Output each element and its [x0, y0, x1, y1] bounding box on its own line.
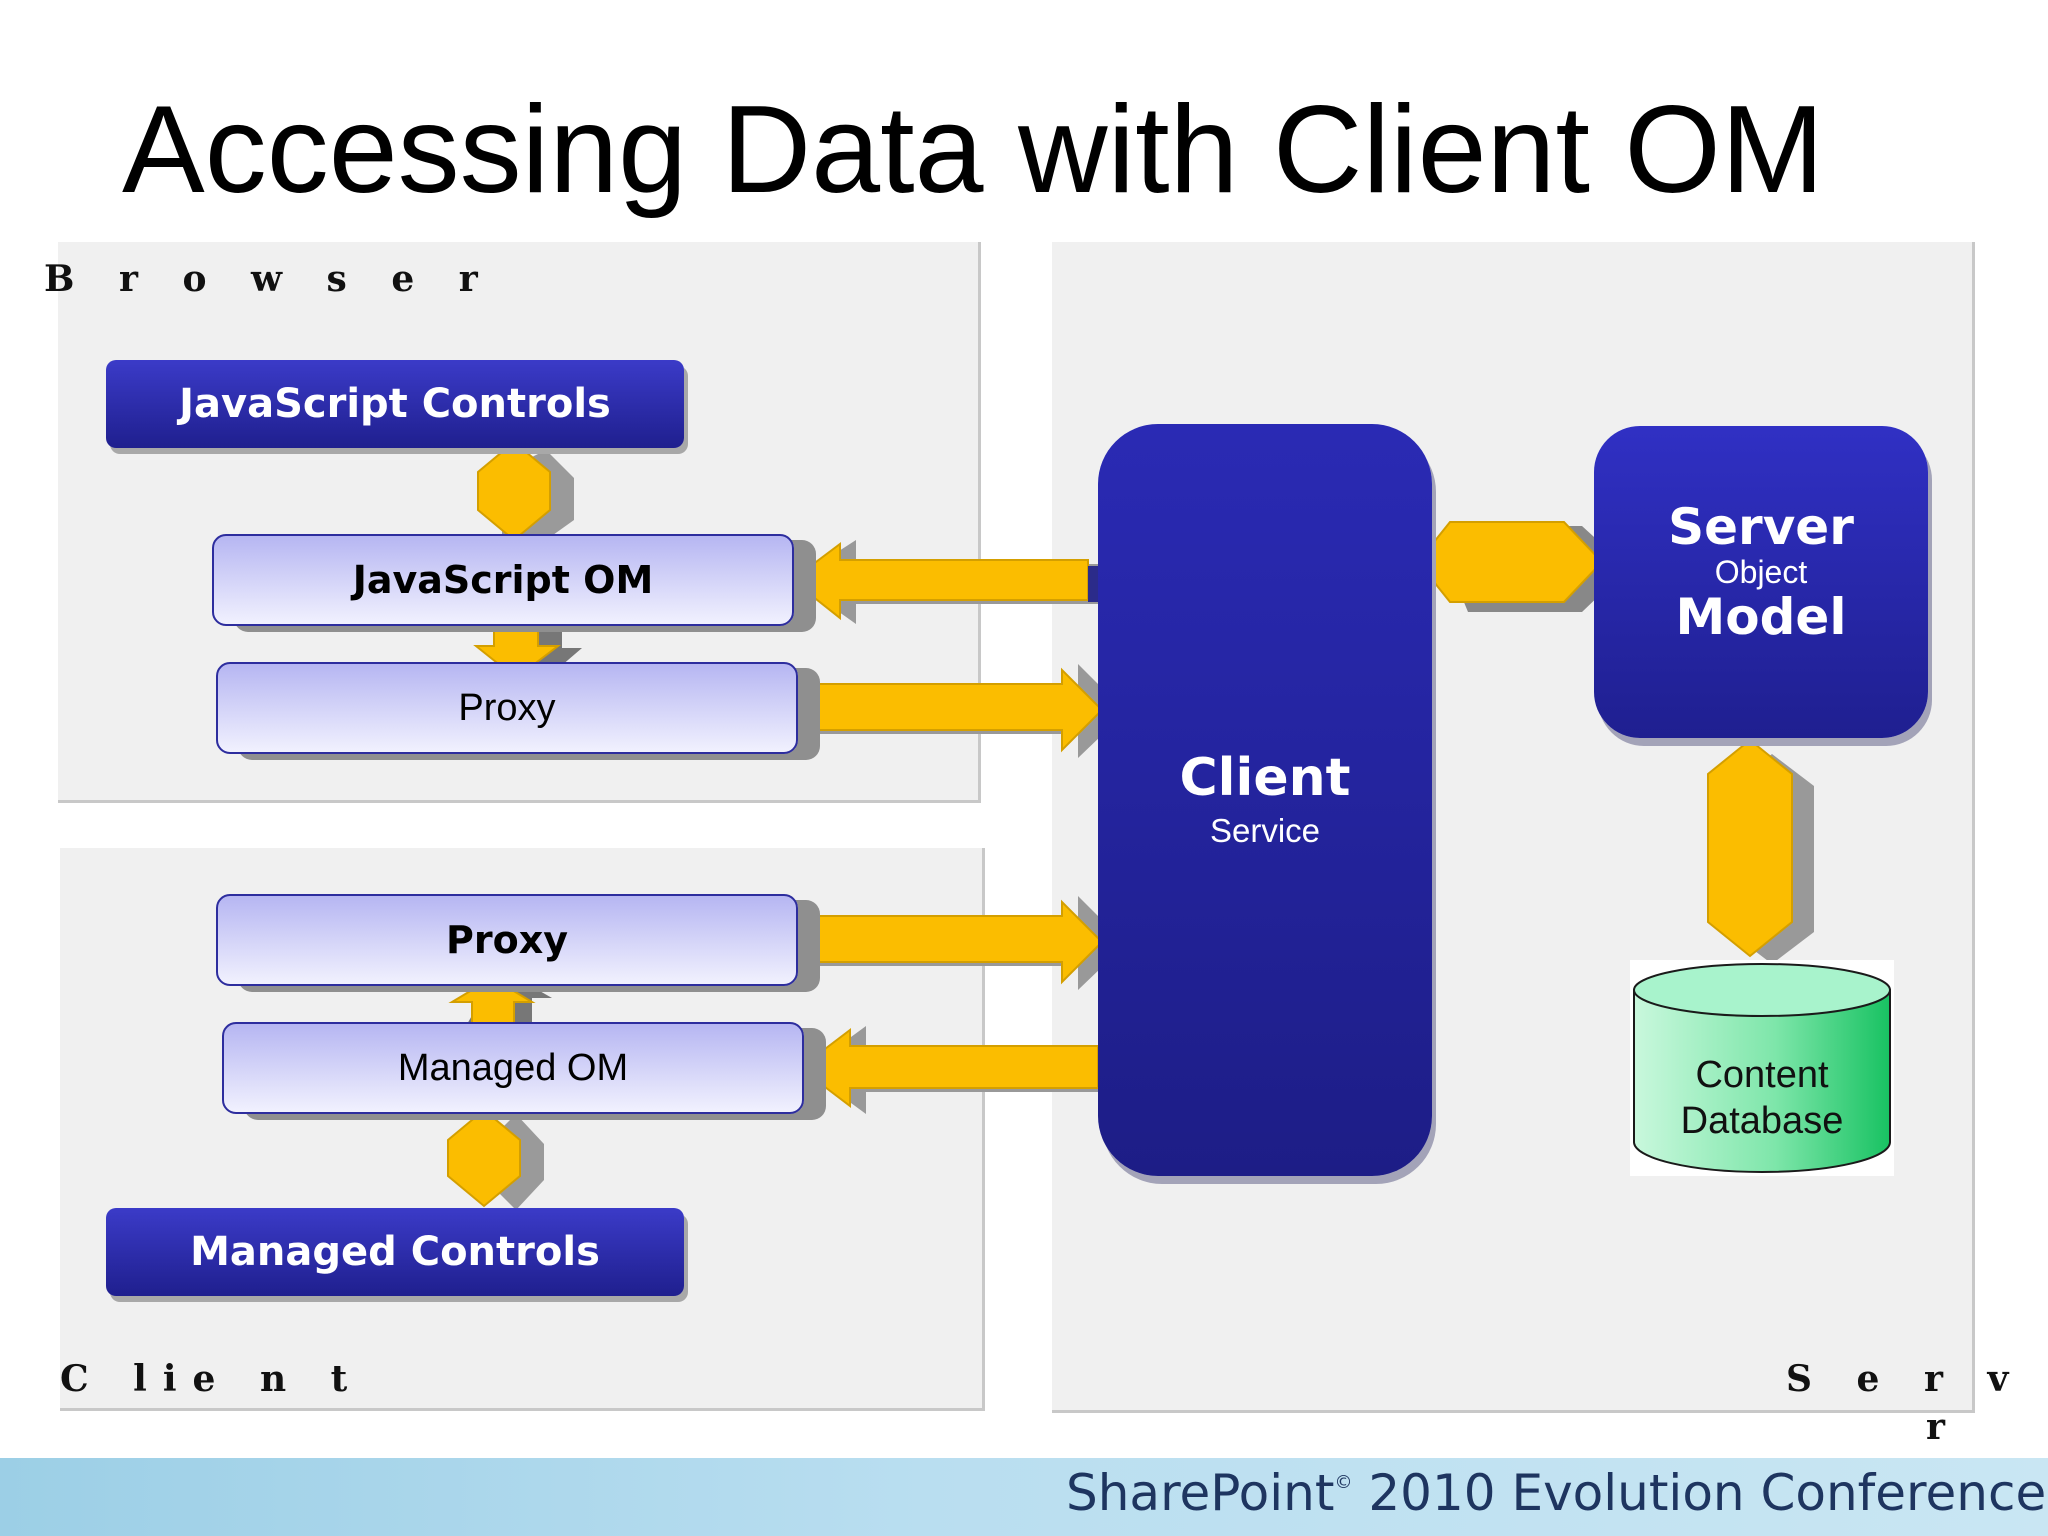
server-label-wrap: r [1926, 1406, 1961, 1448]
javascript-om-box: JavaScript OM [212, 534, 794, 626]
diamond-connector-js [477, 440, 574, 542]
content-database-line2: Database [1680, 1100, 1844, 1142]
database-cylinder-icon [1633, 963, 1891, 1173]
server-om-line1: Server [1668, 498, 1854, 556]
javascript-controls-box: JavaScript Controls [106, 360, 684, 448]
vertical-connector-db [1707, 738, 1814, 964]
client-label: C lie n t [60, 1358, 364, 1400]
client-service-subtitle: Service [1209, 812, 1321, 849]
managed-proxy-box: Proxy [216, 894, 798, 986]
up-arrow-managed [448, 974, 552, 1031]
footer-rest: 2010 Evolution Conference [1352, 1464, 2047, 1522]
content-database-line1: Content [1695, 1054, 1829, 1096]
footer-brand: SharePoint [1066, 1464, 1335, 1522]
server-om-line2: Object [1714, 554, 1808, 590]
footer-band [0, 1458, 2048, 1536]
content-database: Content Database [1630, 960, 1894, 1176]
managed-om-box: Managed OM [222, 1022, 804, 1114]
managed-controls-box: Managed Controls [106, 1208, 684, 1296]
slide-title: Accessing Data with Client OM [122, 81, 1825, 219]
arrow-to-js-om [790, 540, 1112, 624]
client-service-box: Client Service [1098, 424, 1432, 1176]
footer-conference-name: SharePoint© 2010 Evolution Conference [1066, 1464, 2046, 1522]
arrow-from-js-proxy [797, 664, 1126, 758]
server-label: S e r v e [1786, 1358, 2048, 1400]
browser-label: B r o w s e r [44, 258, 494, 300]
footer-mark: © [1334, 1472, 1353, 1493]
arrow-to-managed-om [798, 1026, 1122, 1114]
arrow-from-managed-proxy [797, 896, 1126, 990]
server-om-line3: Model [1675, 588, 1847, 647]
javascript-proxy-box: Proxy [216, 662, 798, 754]
diamond-connector-managed [447, 1108, 544, 1210]
server-object-model-box: Server Object Model [1594, 426, 1928, 738]
hexagon-connector-server [1416, 521, 1628, 612]
client-service-title: Client [1179, 748, 1351, 808]
